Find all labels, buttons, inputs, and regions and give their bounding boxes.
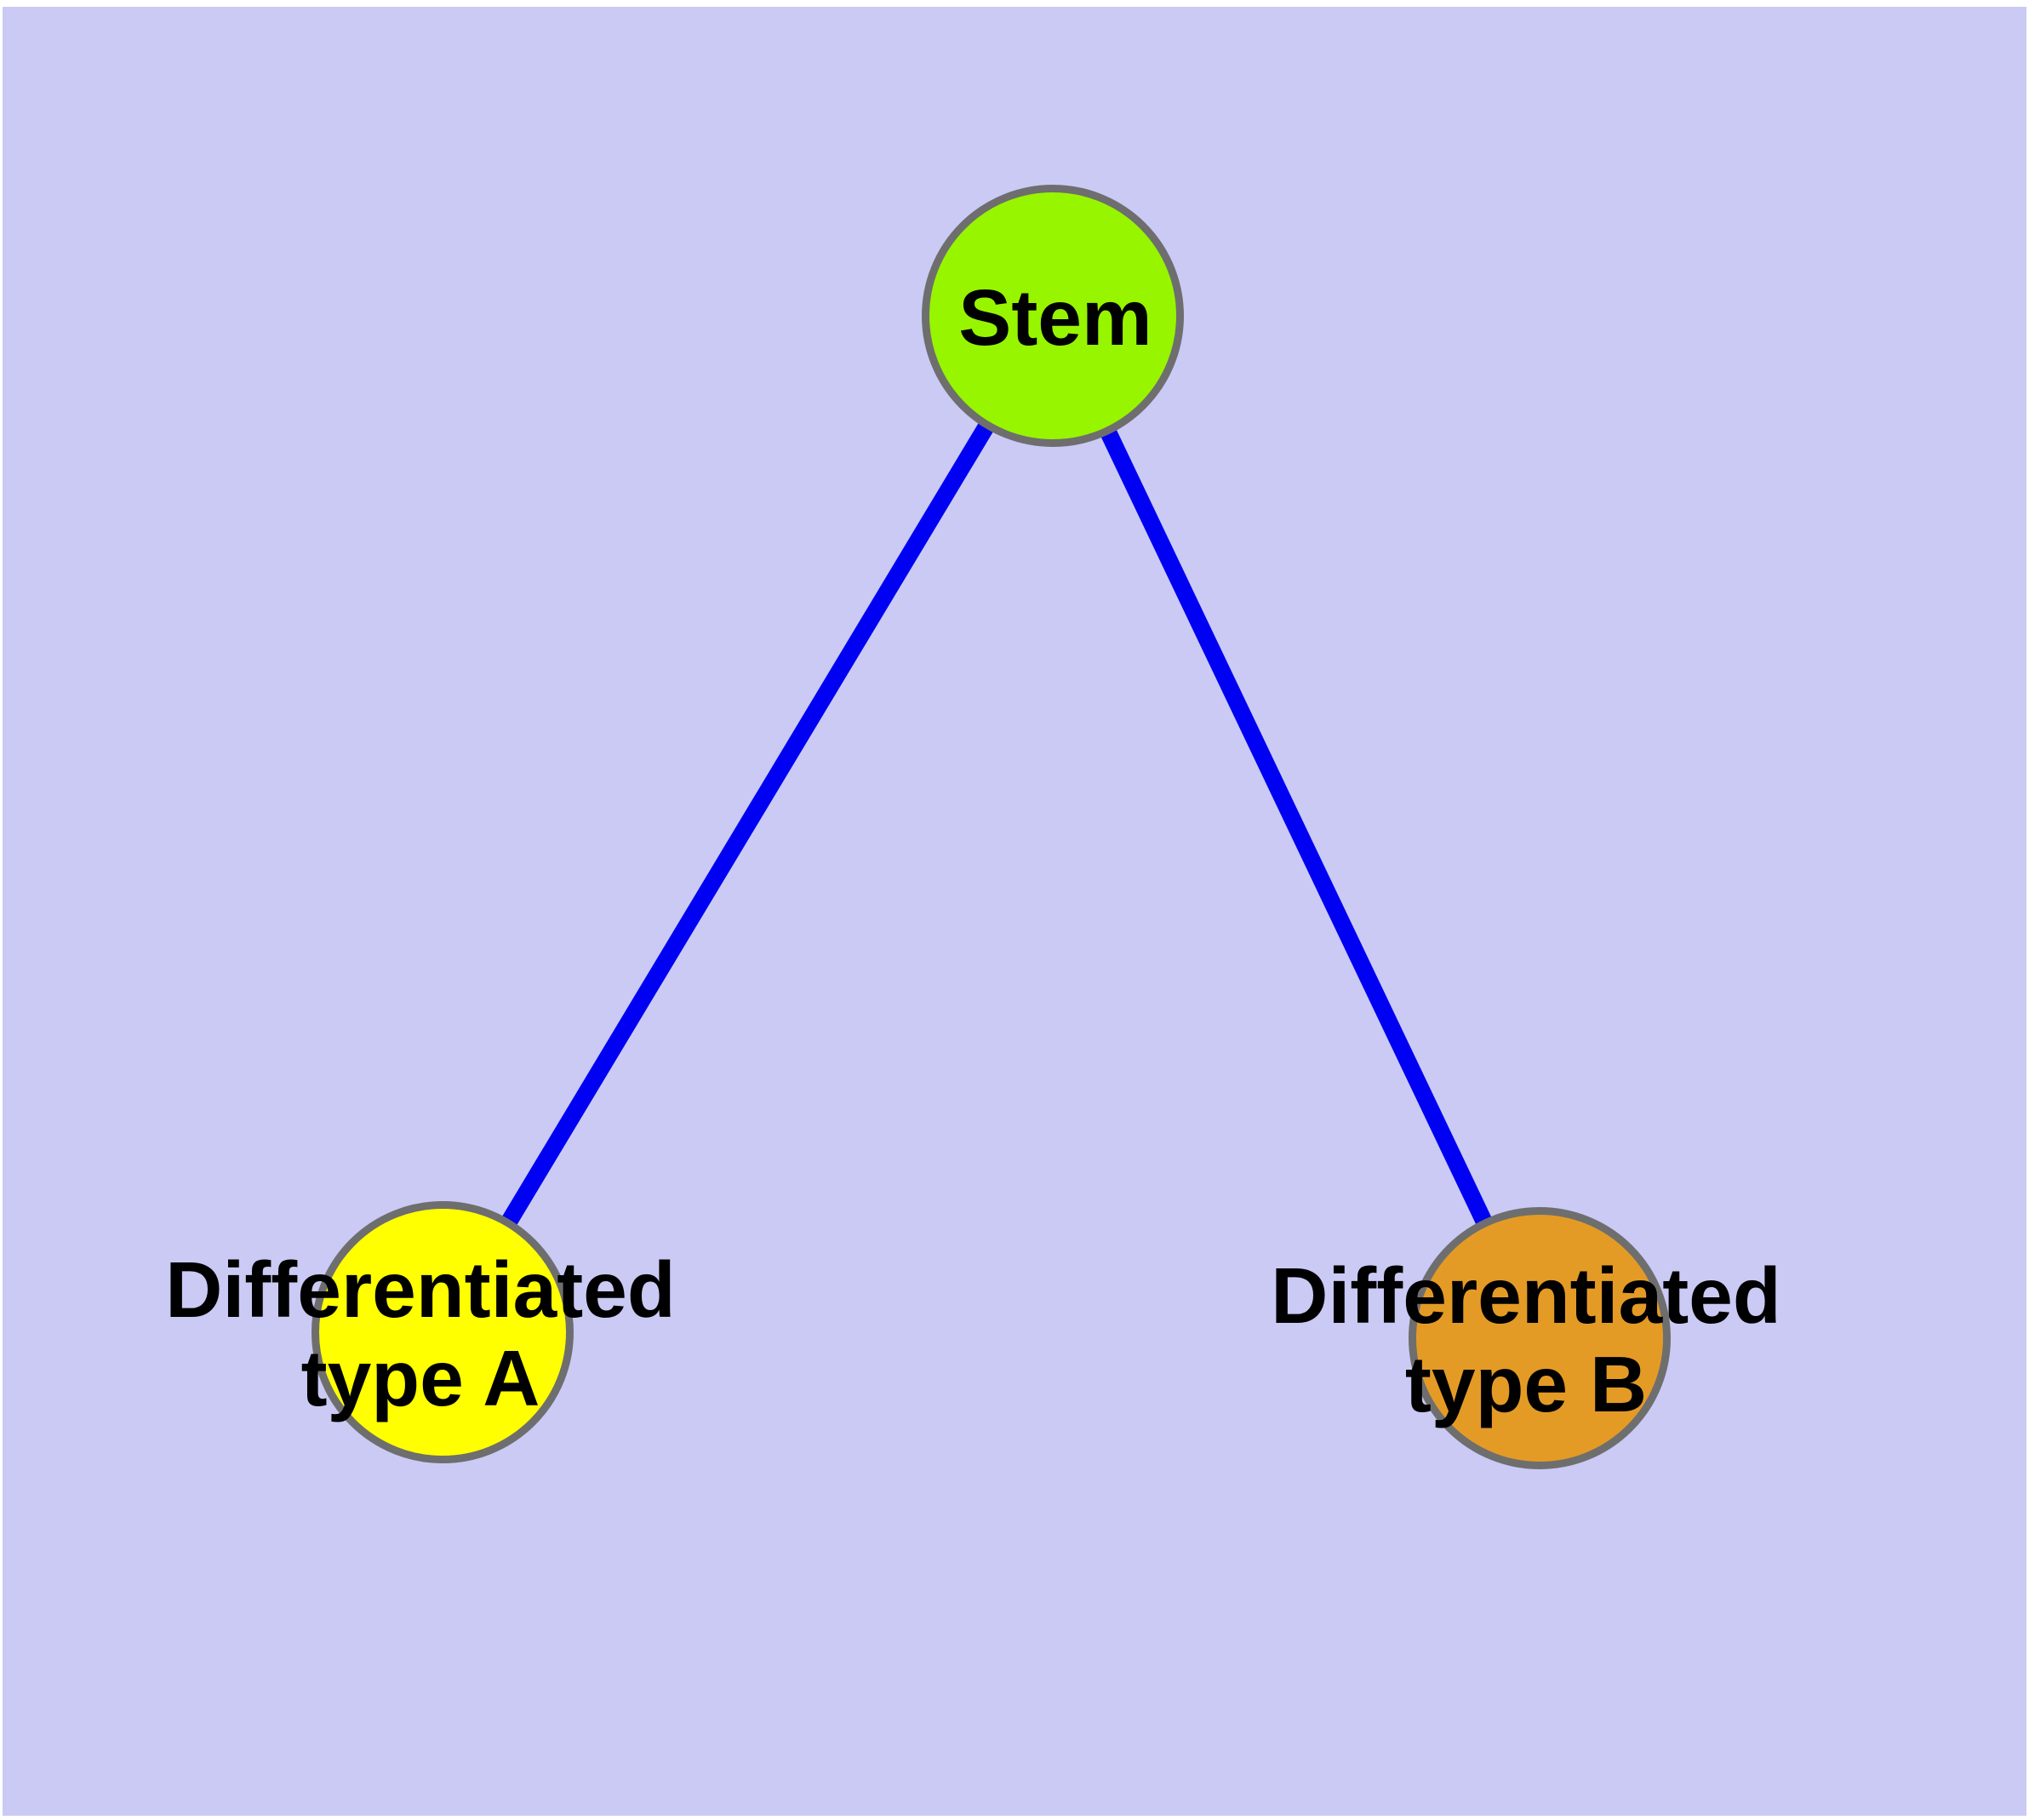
- node-differentiated-type-a: [311, 1201, 574, 1463]
- edge-stem-to-typeA: [435, 311, 1060, 1337]
- node-differentiated-type-b: [1409, 1207, 1671, 1469]
- node-label-differentiated-type-b: Differentiated type B: [1271, 1251, 1781, 1428]
- node-label-stem: Stem: [958, 272, 1152, 362]
- node-label-differentiated-type-a: Differentiated type A: [165, 1245, 676, 1422]
- edge-stem-to-typeB: [1044, 312, 1548, 1342]
- node-stem: [922, 185, 1184, 447]
